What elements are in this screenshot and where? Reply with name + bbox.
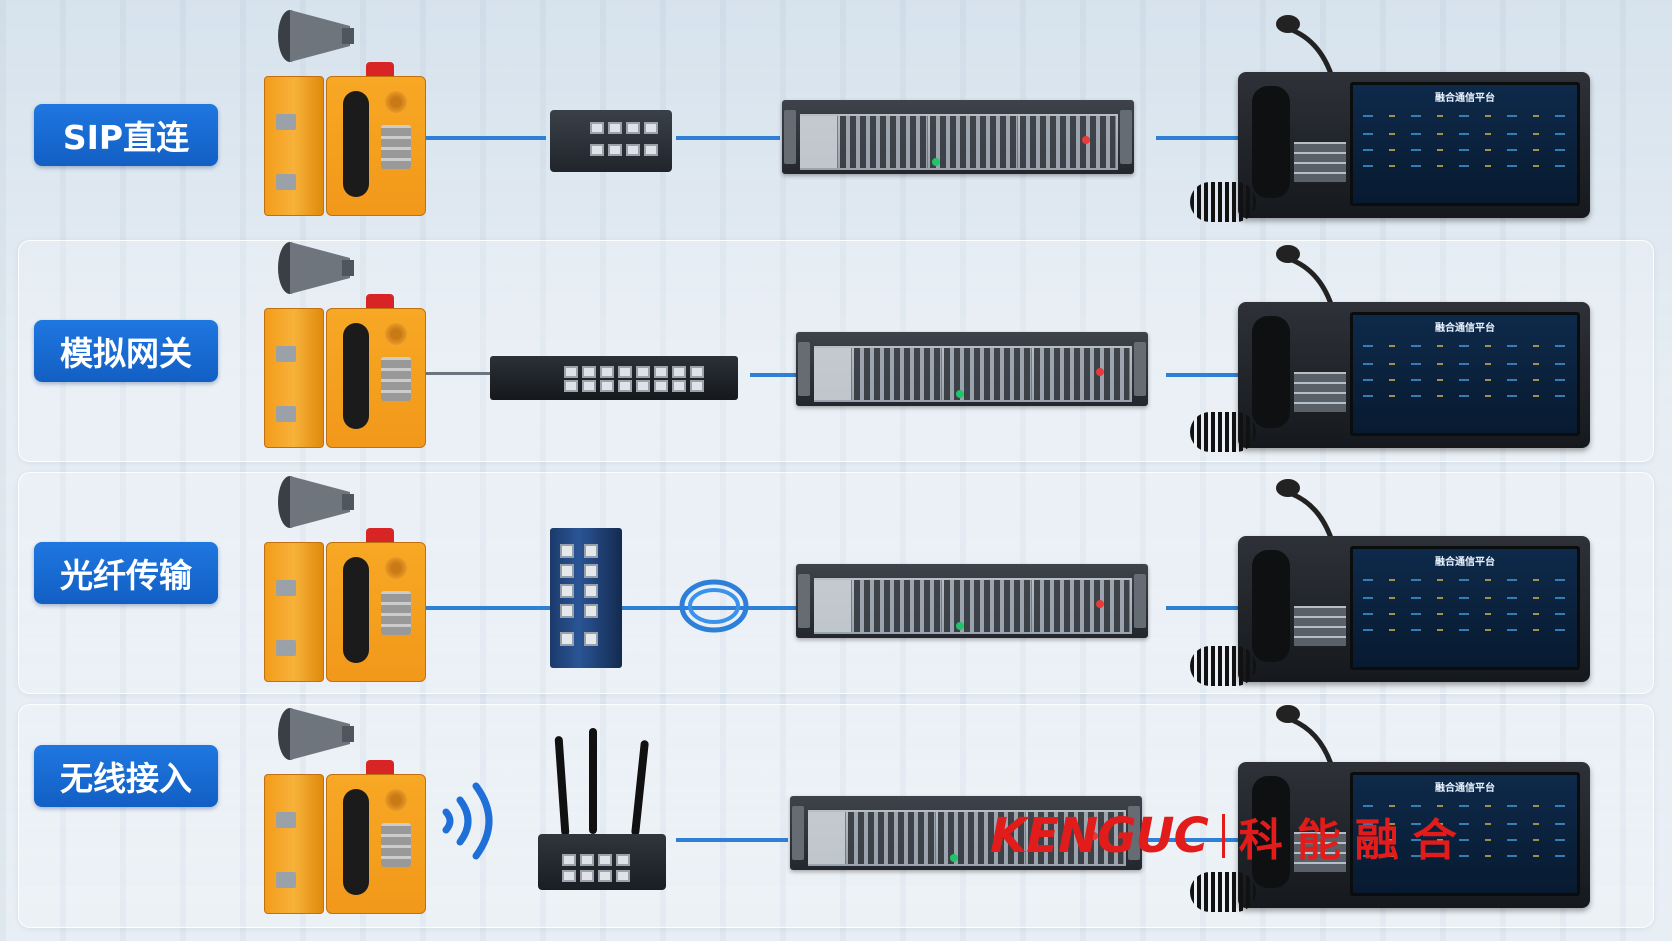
explosion-proof-phone — [264, 8, 434, 218]
explosion-proof-phone — [264, 474, 434, 684]
link-line — [750, 373, 796, 377]
dispatch-console-icon: 融合通信平台 — [1190, 244, 1590, 452]
wireless-signal-icon — [442, 782, 493, 860]
console-screen: 融合通信平台 — [1350, 772, 1580, 896]
handset-icon — [1252, 86, 1290, 198]
handset-icon — [343, 323, 369, 429]
analog-gateway-icon — [490, 356, 738, 400]
rack-server-icon — [796, 564, 1148, 638]
row-label-wireless: 无线接入 — [34, 745, 218, 807]
keypad-icon — [1294, 142, 1346, 182]
horn-speaker-icon — [278, 242, 354, 294]
rack-server-icon — [796, 332, 1148, 406]
horn-speaker-icon — [278, 708, 354, 760]
dispatch-console-icon: 融合通信平台 — [1190, 14, 1590, 222]
wireless-router-icon — [538, 834, 666, 890]
row-label-analog: 模拟网关 — [34, 320, 218, 382]
keypad-icon — [381, 357, 411, 401]
console-screen: 融合通信平台 — [1350, 82, 1580, 206]
link-line — [1146, 838, 1242, 842]
explosion-proof-phone — [264, 240, 434, 450]
screen-title: 融合通信平台 — [1435, 323, 1495, 334]
dispatch-console-icon: 融合通信平台 — [1190, 704, 1590, 912]
rack-server-icon — [782, 100, 1134, 174]
antenna-icon — [589, 728, 597, 834]
alarm-beacon-icon — [366, 294, 394, 310]
brand-divider — [1221, 814, 1225, 858]
rack-server-icon — [790, 796, 1142, 870]
alarm-beacon-icon — [366, 528, 394, 544]
brand-logo: KENGUC 科能融合 — [990, 808, 1471, 866]
keypad-icon — [1294, 606, 1346, 646]
screen-title: 融合通信平台 — [1435, 557, 1495, 568]
brand-chinese: 科能融合 — [1238, 815, 1471, 866]
handset-icon — [343, 557, 369, 663]
row-label-fiber: 光纤传输 — [34, 542, 218, 604]
fiber-cable-icon — [679, 579, 749, 633]
link-line — [420, 372, 490, 375]
keypad-icon — [381, 823, 411, 867]
keypad-icon — [1294, 372, 1346, 412]
console-screen: 融合通信平台 — [1350, 546, 1580, 670]
console-screen: 融合通信平台 — [1350, 312, 1580, 436]
link-line — [1166, 373, 1242, 377]
link-line — [420, 606, 550, 610]
row-label-sip: SIP直连 — [34, 104, 218, 166]
keypad-icon — [381, 125, 411, 169]
link-line — [676, 136, 780, 140]
link-line — [622, 606, 798, 610]
keypad-icon — [1294, 832, 1346, 872]
screen-title: 融合通信平台 — [1435, 93, 1495, 104]
industrial-fiber-switch-icon — [550, 528, 622, 668]
handset-icon — [343, 789, 369, 895]
link-line — [676, 838, 788, 842]
alarm-beacon-icon — [366, 760, 394, 776]
alarm-beacon-icon — [366, 62, 394, 78]
horn-speaker-icon — [278, 10, 354, 62]
horn-speaker-icon — [278, 476, 354, 528]
handset-icon — [343, 91, 369, 197]
explosion-proof-phone — [264, 706, 434, 916]
screen-title: 融合通信平台 — [1435, 783, 1495, 794]
link-line — [1166, 606, 1242, 610]
handset-icon — [1252, 316, 1290, 428]
brand-english: KENGUC — [990, 808, 1209, 864]
keypad-icon — [381, 591, 411, 635]
handset-icon — [1252, 776, 1290, 888]
handset-icon — [1252, 550, 1290, 662]
link-line — [1156, 136, 1242, 140]
network-switch-icon — [550, 110, 672, 172]
dispatch-console-icon: 融合通信平台 — [1190, 478, 1590, 686]
link-line — [410, 136, 546, 140]
